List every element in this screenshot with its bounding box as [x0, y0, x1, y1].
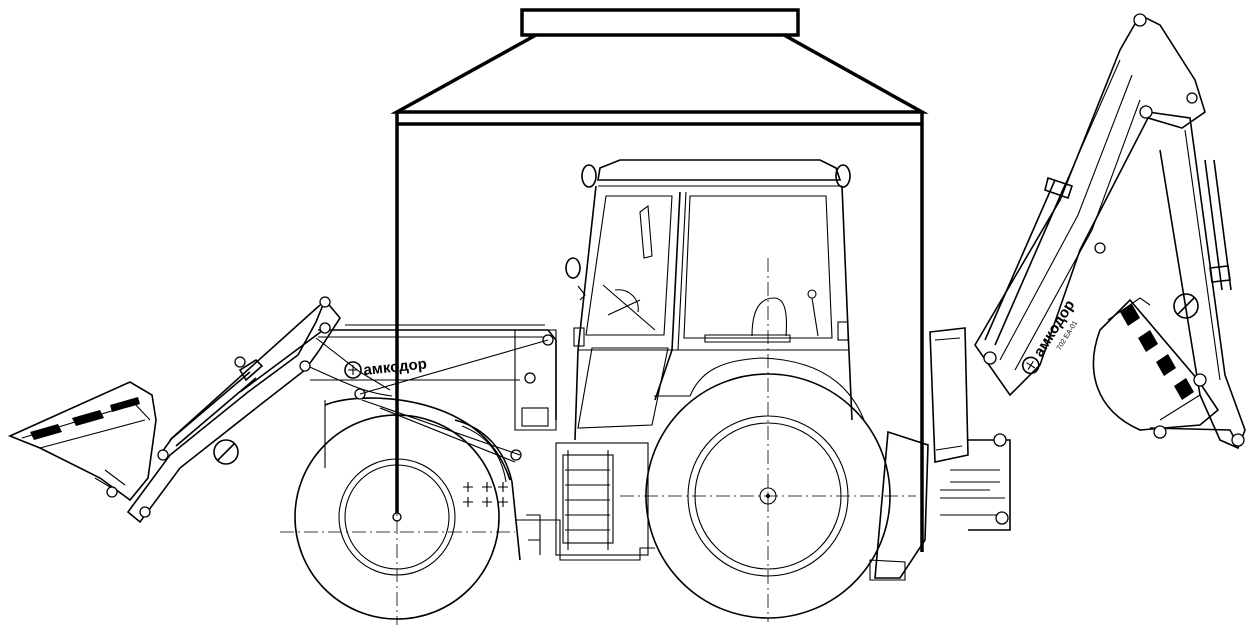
no-entry-sign-icon [213, 439, 239, 465]
frame-hood [390, 33, 929, 114]
front-logo: амкодор [344, 355, 428, 379]
no-entry-sign-icon [1173, 293, 1199, 319]
brand-logo-icon [344, 361, 362, 379]
rear-sign [1173, 293, 1199, 319]
frame-top-plate [520, 8, 800, 37]
brand-logo-icon [1021, 356, 1040, 375]
tractor-body [310, 324, 655, 561]
rear-logo: амкодор 702 ЕА-01 [1021, 297, 1079, 375]
dimension-frame [390, 8, 929, 552]
cab [565, 159, 865, 441]
front-bolt-pattern [463, 482, 508, 507]
backhoe [869, 13, 1246, 581]
front-sign [213, 439, 239, 465]
front-brand-text: амкодор [363, 355, 428, 379]
rear-wheel [620, 258, 916, 622]
front-loader [7, 296, 554, 524]
